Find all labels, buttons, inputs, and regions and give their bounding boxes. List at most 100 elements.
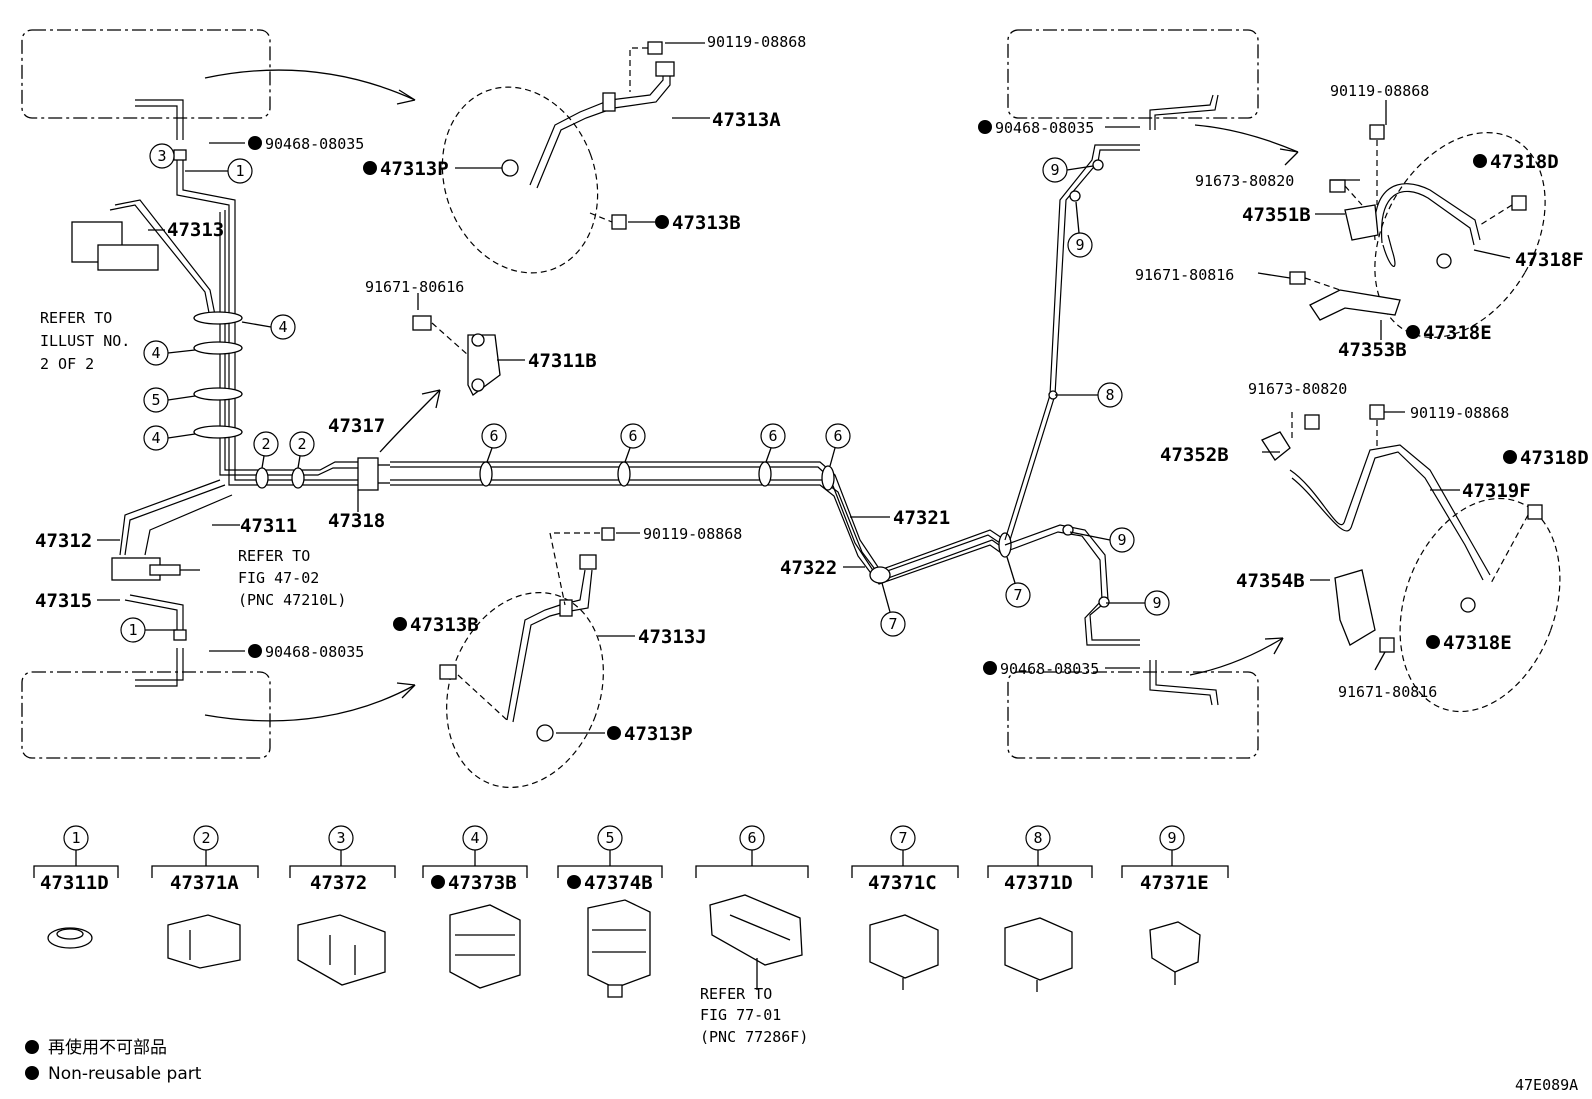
label-47317: 47317	[328, 415, 385, 437]
callout-2-a: 2	[253, 431, 279, 457]
svg-text:9: 9	[1050, 161, 1059, 179]
leader-lines	[97, 42, 1511, 734]
svg-text:1: 1	[128, 621, 137, 639]
callout-1-a: 1	[227, 158, 253, 184]
part-labels: 90119-08868 47313A 47313P 47313B 90468-0…	[35, 33, 1589, 745]
svg-text:7: 7	[898, 829, 907, 847]
nonreusable-dot-icon	[978, 120, 992, 134]
svg-text:2: 2	[201, 829, 210, 847]
callout-1-b: 1	[120, 617, 146, 643]
svg-text:3: 3	[336, 829, 345, 847]
svg-text:ILLUST NO.: ILLUST NO.	[40, 332, 130, 350]
svg-text:FIG 77-01: FIG 77-01	[700, 1006, 781, 1024]
label-90119-top-left: 90119-08868	[707, 33, 806, 51]
clamp-item-7: 7 47371C	[851, 825, 959, 990]
label-47318D-top: 47318D	[1490, 151, 1559, 173]
nonreusable-dot-icon	[248, 136, 262, 150]
callout-3-a: 3	[149, 143, 175, 169]
nonreusable-dot-icon	[607, 726, 621, 740]
callout-4-a: 4	[270, 314, 296, 340]
svg-text:47311D: 47311D	[40, 872, 109, 894]
svg-text:2: 2	[261, 435, 270, 453]
svg-text:3: 3	[157, 147, 166, 165]
clamp-item-5: 5 47374B	[557, 825, 663, 998]
callout-9-d: 9	[1144, 590, 1170, 616]
diagram-callouts: 3 1 4 4 5 4 2 2 1 6 6 6 6 7 7 8 9 9 9 9	[120, 143, 1170, 643]
svg-text:47371A: 47371A	[170, 872, 239, 894]
svg-text:REFER TO: REFER TO	[700, 985, 772, 1003]
svg-text:9: 9	[1075, 236, 1084, 254]
illustration-code: 47E089A	[1515, 1076, 1578, 1094]
nonreusable-dot-icon	[431, 875, 445, 889]
legend-japanese: 再使用不可部品	[48, 1037, 167, 1058]
clamp-item-3: 3 47372	[289, 825, 396, 986]
label-90468-top-right: 90468-08035	[995, 119, 1094, 137]
nonreusable-dot-icon	[363, 161, 377, 175]
clamp-item-9: 9 47371E	[1121, 825, 1229, 985]
svg-text:6: 6	[489, 427, 498, 445]
main-pipes	[390, 94, 1219, 706]
nonreusable-dot-icon	[567, 875, 581, 889]
svg-text:9: 9	[1152, 594, 1161, 612]
callout-9-a: 9	[1042, 157, 1068, 183]
nonreusable-dot-icon	[393, 617, 407, 631]
nonreusable-dot-icon	[983, 661, 997, 675]
label-47313B-top: 47313B	[672, 212, 741, 234]
label-47312: 47312	[35, 530, 92, 552]
legend: 再使用不可部品 Non-reusable part	[25, 1037, 202, 1084]
nonreusable-dot-icon	[655, 215, 669, 229]
label-47353B: 47353B	[1338, 339, 1407, 361]
callout-7-b: 7	[1005, 582, 1031, 608]
svg-text:5: 5	[605, 829, 614, 847]
callout-9-b: 9	[1067, 232, 1093, 258]
svg-text:47371C: 47371C	[868, 872, 937, 894]
svg-text:6: 6	[768, 427, 777, 445]
label-47318E-bottom: 47318E	[1443, 632, 1512, 654]
label-47313P-bottom: 47313P	[624, 723, 693, 745]
callout-6-b: 6	[620, 423, 646, 449]
label-91673-top: 91673-80820	[1195, 172, 1294, 190]
label-91671-80616: 91671-80616	[365, 278, 464, 296]
svg-text:9: 9	[1167, 829, 1176, 847]
label-90468-bottom-left: 90468-08035	[265, 643, 364, 661]
nonreusable-dot-icon	[1406, 325, 1420, 339]
detail-47313J	[439, 527, 615, 789]
svg-text:8: 8	[1033, 829, 1042, 847]
label-47318D-bottom: 47318D	[1520, 447, 1589, 469]
clamp-item-6: 6	[695, 825, 809, 990]
label-47313J: 47313J	[638, 626, 707, 648]
label-47313P-top: 47313P	[380, 158, 449, 180]
svg-text:(PNC 77286F): (PNC 77286F)	[700, 1028, 808, 1046]
svg-text:47373B: 47373B	[448, 872, 517, 894]
label-47319F: 47319F	[1462, 480, 1531, 502]
label-90468-bottom-right: 90468-08035	[1000, 660, 1099, 678]
left-pipe-bundle	[71, 99, 390, 687]
callout-9-c: 9	[1109, 527, 1135, 553]
nonreusable-dot-icon	[1503, 450, 1517, 464]
label-47354B: 47354B	[1236, 570, 1305, 592]
svg-text:REFER TO: REFER TO	[40, 309, 112, 327]
label-47322: 47322	[780, 557, 837, 579]
svg-text:5: 5	[151, 391, 160, 409]
label-47321: 47321	[893, 507, 950, 529]
svg-text:2: 2	[297, 435, 306, 453]
label-47318F: 47318F	[1515, 249, 1584, 271]
ref-box-bottom-left	[21, 671, 271, 759]
label-47313A: 47313A	[712, 109, 781, 131]
svg-text:1: 1	[71, 829, 80, 847]
label-47318E-top: 47318E	[1423, 322, 1492, 344]
label-47351B: 47351B	[1242, 204, 1311, 226]
clamp-parts-row: 1 47311D 2 47371A 3 47372 4	[33, 825, 1229, 998]
detail-47313A	[441, 41, 675, 274]
svg-text:REFER TO: REFER TO	[238, 547, 310, 565]
detail-47318F	[1289, 124, 1546, 338]
callout-5: 5	[143, 387, 169, 413]
label-47318: 47318	[328, 510, 385, 532]
svg-text:47371D: 47371D	[1004, 872, 1073, 894]
nonreusable-dot-icon	[25, 1040, 39, 1054]
svg-text:7: 7	[1013, 586, 1022, 604]
detail-47311B	[412, 315, 501, 396]
nonreusable-dot-icon	[248, 644, 262, 658]
callout-8: 8	[1097, 382, 1123, 408]
